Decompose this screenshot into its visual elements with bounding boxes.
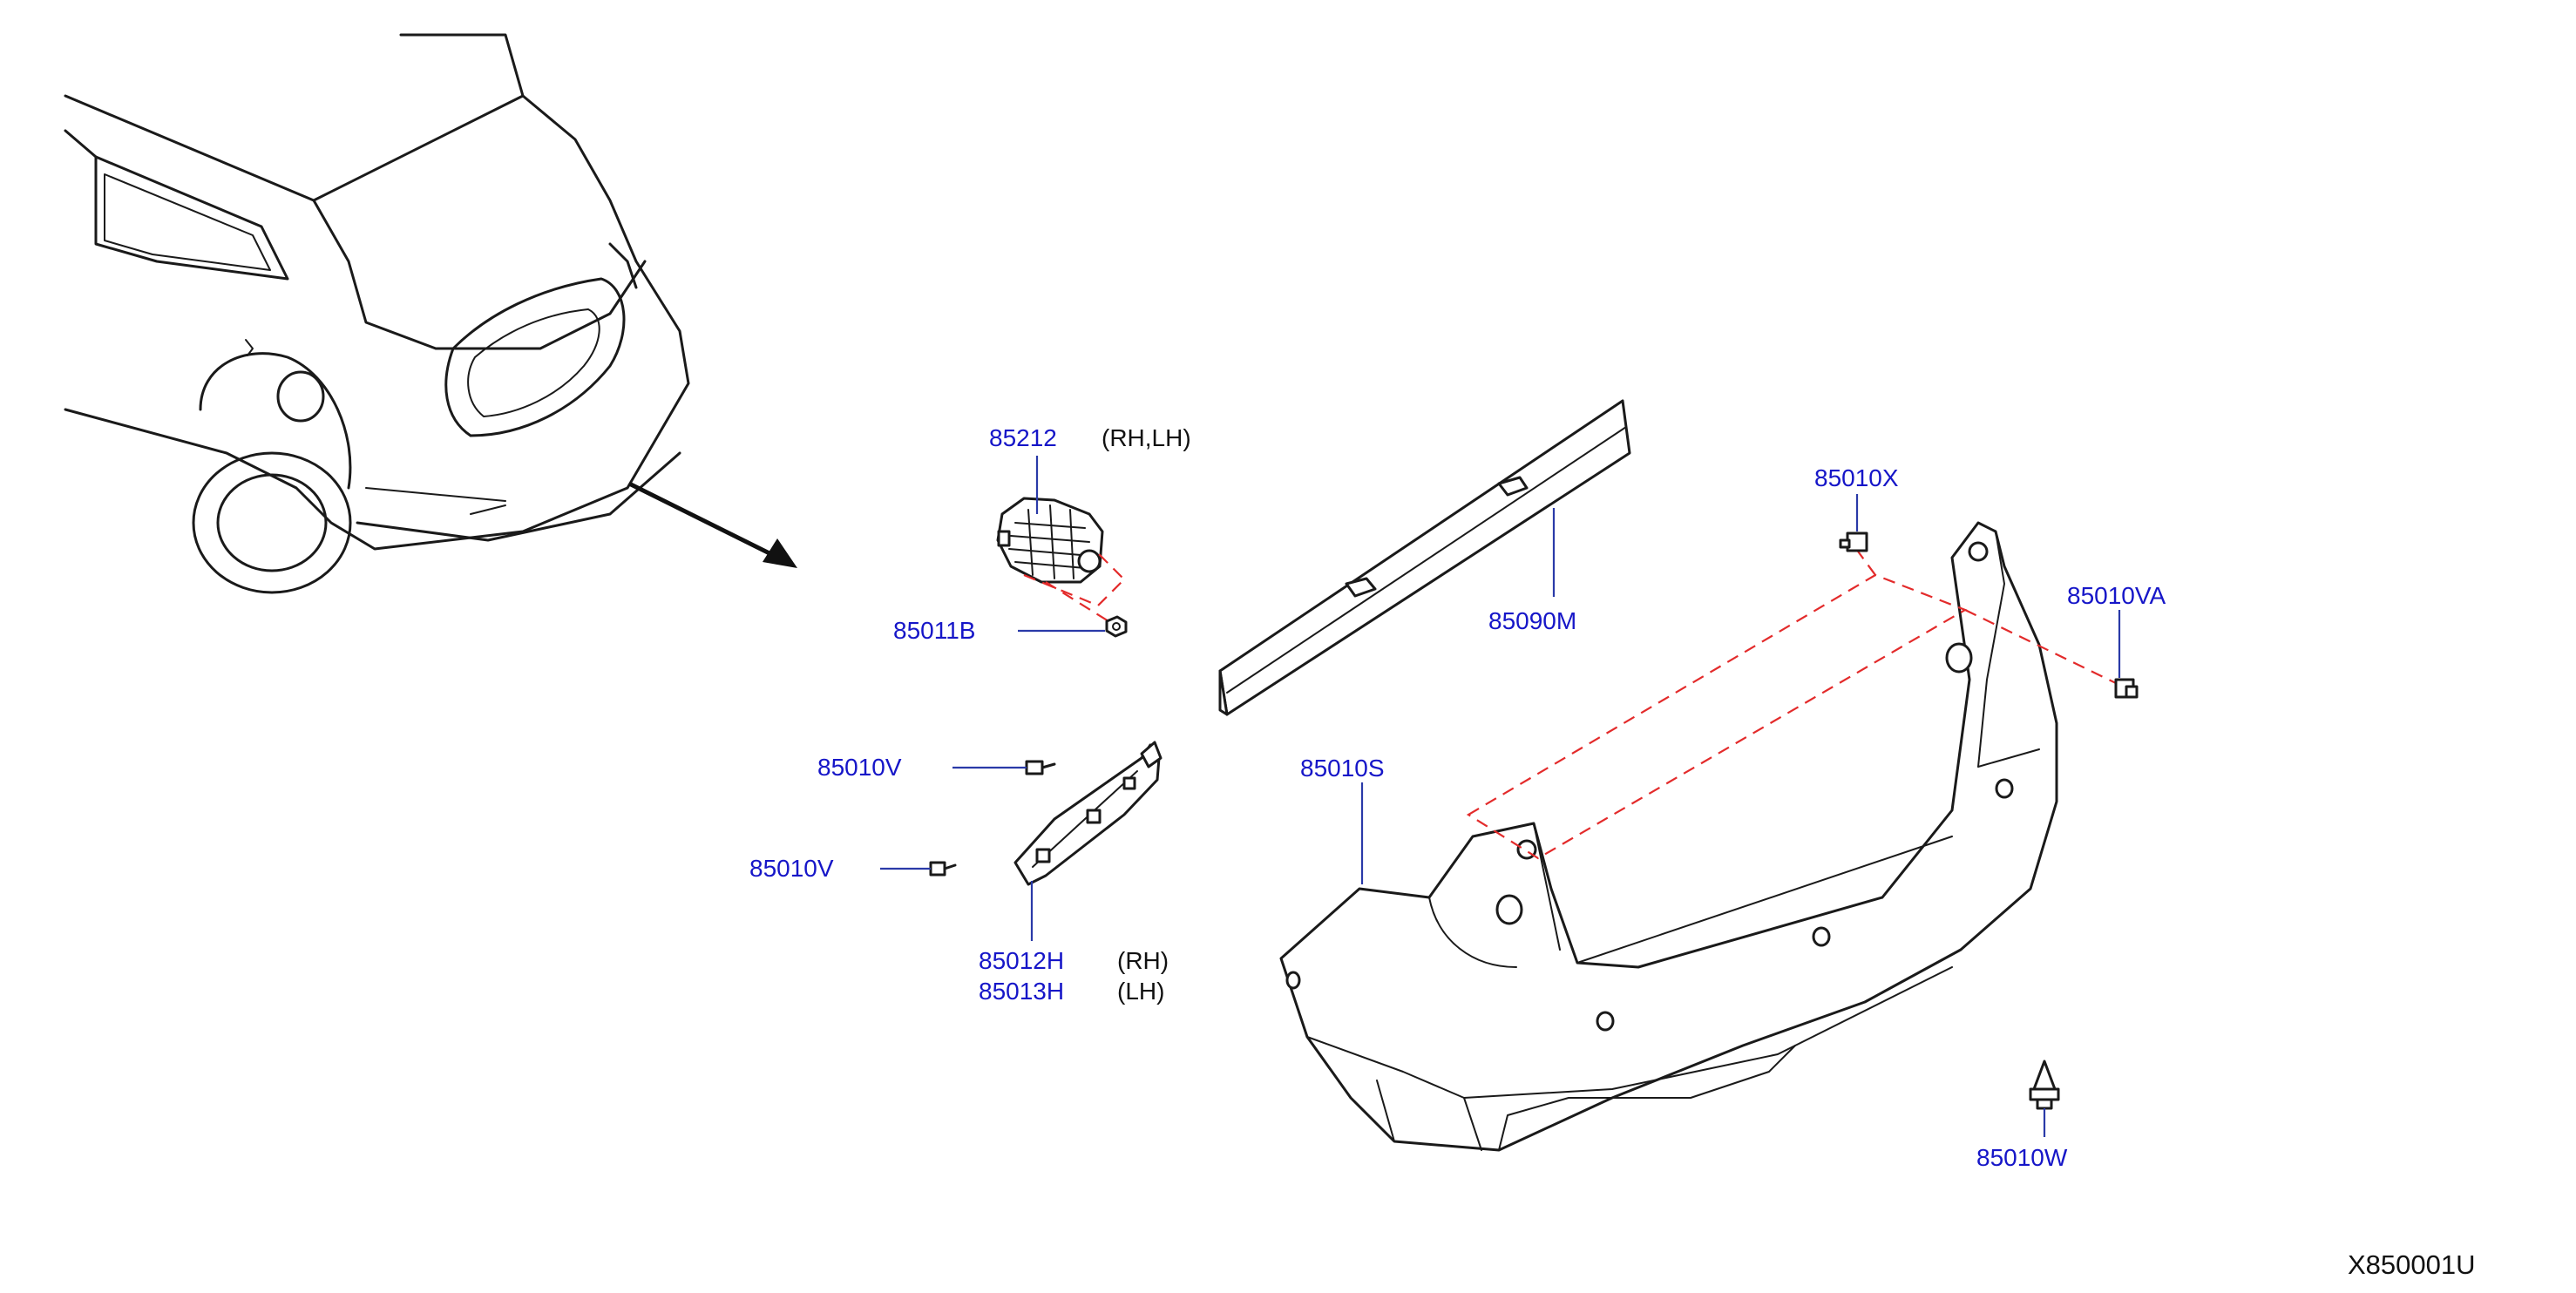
callout-85010v-upper: 85010V [817,754,902,781]
callout-85090m: 85090M [1488,607,1576,634]
callout-85010w: 85010W [1976,1144,2068,1171]
side-bracket-part [1013,741,1163,886]
vehicle-rear-illustration [64,33,690,594]
leader-lines [880,456,2121,1137]
screw-upper-icon [1025,760,1056,775]
callout-85010s: 85010S [1300,755,1385,782]
clip-x-icon [1839,531,1868,552]
alignment-dash-nut [1045,581,1116,626]
callout-85212: 85212 [989,424,1057,451]
sensor-bracket-part [996,497,1104,584]
callout-85010v-lower: 85010V [749,855,834,882]
callout-85010va: 85010VA [2067,582,2166,609]
diagram-code: X850001U [2348,1249,2476,1280]
direction-arrow-icon [627,481,797,568]
clip-w-icon [2029,1059,2060,1110]
screw-lower-icon [929,861,957,877]
energy-absorber-part [1218,399,1631,716]
callout-85013h: 85013H [979,978,1064,1005]
callout-85011b: 85011B [893,617,975,644]
callout-85010x: 85010X [1814,464,1899,491]
clip-va-icon [2114,678,2139,699]
alignment-dash-clip-x [1855,548,1876,576]
note-lh: (LH) [1117,978,1164,1005]
alignment-dash-clip-va [1964,609,2118,685]
callout-85012h: 85012H [979,947,1064,974]
bumper-fascia-part [1279,521,2058,1152]
note-rh-lh: (RH,LH) [1102,424,1191,451]
nut-icon [1105,615,1128,638]
note-rh: (RH) [1117,947,1169,974]
